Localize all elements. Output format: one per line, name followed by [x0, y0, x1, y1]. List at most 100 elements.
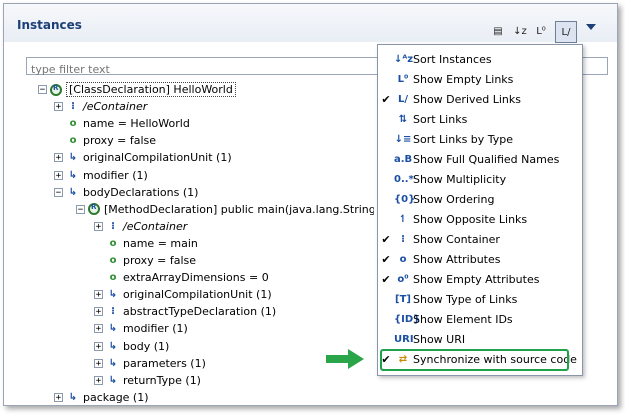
- tree-row[interactable]: +↳originalCompilationUnit (1): [94, 286, 272, 303]
- expand-toggle-icon[interactable]: +: [94, 307, 103, 318]
- tree-row-label: parameters (1): [123, 356, 206, 370]
- check-icon: ✔: [381, 272, 391, 286]
- tree-row[interactable]: +⁝/eContainer: [94, 218, 187, 235]
- expand-toggle-icon[interactable]: +: [94, 324, 103, 335]
- tree-row-label: originalCompilationUnit (1): [83, 151, 232, 165]
- view-titlebar: Instances ▤ ↓z L⁰ L/: [4, 4, 617, 43]
- container-icon: ⁝: [111, 306, 115, 318]
- tree-row[interactable]: + ↳ package (1): [54, 389, 149, 406]
- menu-item-label: Sort Links: [413, 112, 468, 126]
- tree-row[interactable]: +↳parameters (1): [94, 355, 206, 372]
- tree-row[interactable]: −↳bodyDeclarations (1): [54, 184, 198, 201]
- menu-item[interactable]: ✔⇄Synchronize with source code: [378, 349, 582, 369]
- tree-row[interactable]: +↳returnType (1): [94, 372, 201, 389]
- show-derived-links-button[interactable]: L/: [555, 21, 577, 43]
- expand-toggle-icon[interactable]: +: [94, 341, 103, 352]
- expand-toggle-icon[interactable]: +: [54, 153, 63, 164]
- reference-icon: ↳: [68, 152, 78, 164]
- expand-toggle-icon[interactable]: +: [54, 170, 63, 181]
- check-icon: ✔: [381, 232, 391, 246]
- view-title: Instances: [17, 18, 82, 32]
- tree-row[interactable]: + ↳ modifier (1): [54, 167, 148, 184]
- collapse-toggle-icon[interactable]: −: [38, 85, 47, 95]
- menu-item[interactable]: ↿Show Opposite Links: [378, 209, 582, 229]
- menu-item-label: Show Container: [413, 232, 500, 246]
- derived-links-icon: L/: [397, 93, 409, 105]
- tree-row-label: body (1): [123, 339, 170, 353]
- menu-item-label: Show URI: [413, 332, 466, 346]
- menu-item-label: Show Derived Links: [413, 92, 522, 106]
- menu-item[interactable]: ⇅Sort Links: [378, 109, 582, 129]
- uri-icon: URI: [394, 333, 414, 345]
- menu-item-label: Show Multiplicity: [413, 172, 507, 186]
- tree-row-label: proxy = false: [123, 254, 197, 267]
- menu-item[interactable]: ✔L/Show Derived Links: [378, 89, 582, 109]
- menu-item[interactable]: {ID}Show Element IDs: [378, 309, 582, 329]
- menu-item-label: Show Attributes: [413, 252, 501, 266]
- show-empty-links-button[interactable]: L⁰: [536, 25, 546, 37]
- tree-row[interactable]: − [ClassDeclaration] HelloWorld: [38, 81, 236, 98]
- green-arrow-icon: [326, 349, 364, 369]
- instances-tree: −[ClassDeclaration] HelloWorld+⁝/eContai…: [26, 81, 374, 408]
- expand-toggle-icon[interactable]: +: [94, 221, 103, 232]
- tree-row[interactable]: −[MethodDeclaration] public main(java.la…: [76, 201, 374, 218]
- tree-row-label: /eContainer: [83, 100, 148, 114]
- menu-item[interactable]: {0}Show Ordering: [378, 189, 582, 209]
- container-icon: ⁝: [111, 220, 115, 232]
- sort-instances-button[interactable]: ↓z: [513, 25, 527, 37]
- collapse-toggle-icon[interactable]: −: [54, 187, 63, 198]
- tree-row-label: proxy = false: [83, 134, 157, 148]
- menu-item[interactable]: ✔ ⁝ Show Container: [378, 229, 582, 249]
- containment-icon: ↳: [108, 323, 118, 335]
- menu-item[interactable]: [T]Show Type of Links: [378, 289, 582, 309]
- expand-toggle-icon[interactable]: +: [54, 102, 63, 113]
- tree-row[interactable]: +↳modifier (1): [94, 320, 188, 337]
- containment-icon: ↳: [108, 374, 118, 386]
- opposite-links-icon: ↿: [398, 213, 408, 225]
- synchronize-icon: ⇄: [398, 353, 408, 365]
- menu-item-label: Show Empty Attributes: [413, 272, 540, 286]
- collapse-toggle-icon[interactable]: −: [76, 204, 85, 215]
- tree-row-label: [ClassDeclaration] HelloWorld: [66, 82, 236, 97]
- link-type-icon: [T]: [395, 293, 411, 305]
- expand-toggle-icon[interactable]: +: [54, 392, 63, 403]
- expand-toggle-icon[interactable]: +: [94, 358, 103, 369]
- tree-row-label: bodyDeclarations (1): [83, 185, 199, 199]
- multiplicity-icon: 0..*: [394, 173, 414, 185]
- tree-row[interactable]: +↳body (1): [94, 338, 169, 355]
- containment-icon: ↳: [68, 169, 78, 181]
- empty-attributes-icon: o⁰: [397, 273, 409, 285]
- qualified-names-icon: a.B: [394, 153, 413, 165]
- tree-row-label: package (1): [83, 390, 149, 404]
- synchronize-highlight: [380, 349, 569, 371]
- view-menu-dropdown-icon[interactable]: [586, 24, 596, 30]
- element-ids-icon: {ID}: [394, 313, 421, 325]
- menu-item[interactable]: ↓≡Sort Links by Type: [378, 129, 582, 149]
- tree-row[interactable]: + ⁝ abstractTypeDeclaration (1): [94, 303, 276, 320]
- tree-row[interactable]: + ↳ originalCompilationUnit (1): [54, 149, 232, 166]
- expand-toggle-icon[interactable]: +: [94, 375, 103, 386]
- menu-item-label: Show Type of Links: [413, 292, 518, 306]
- menu-item[interactable]: ✔ o⁰ Show Empty Attributes: [378, 269, 582, 289]
- menu-item[interactable]: 0..*Show Multiplicity: [378, 169, 582, 189]
- tree-row-label: modifier (1): [83, 168, 148, 182]
- tree-row-label: abstractTypeDeclaration (1): [123, 305, 277, 319]
- menu-item-label: Show Empty Links: [413, 72, 514, 86]
- expand-toggle-icon[interactable]: +: [94, 290, 103, 301]
- tree-row[interactable]: +⁝/eContainer: [54, 98, 147, 115]
- reference-icon: ↳: [68, 391, 78, 403]
- container-icon: ⁝: [401, 233, 405, 245]
- collapse-all-button[interactable]: ▤: [493, 25, 503, 37]
- tree-row-label: name = main: [123, 236, 198, 250]
